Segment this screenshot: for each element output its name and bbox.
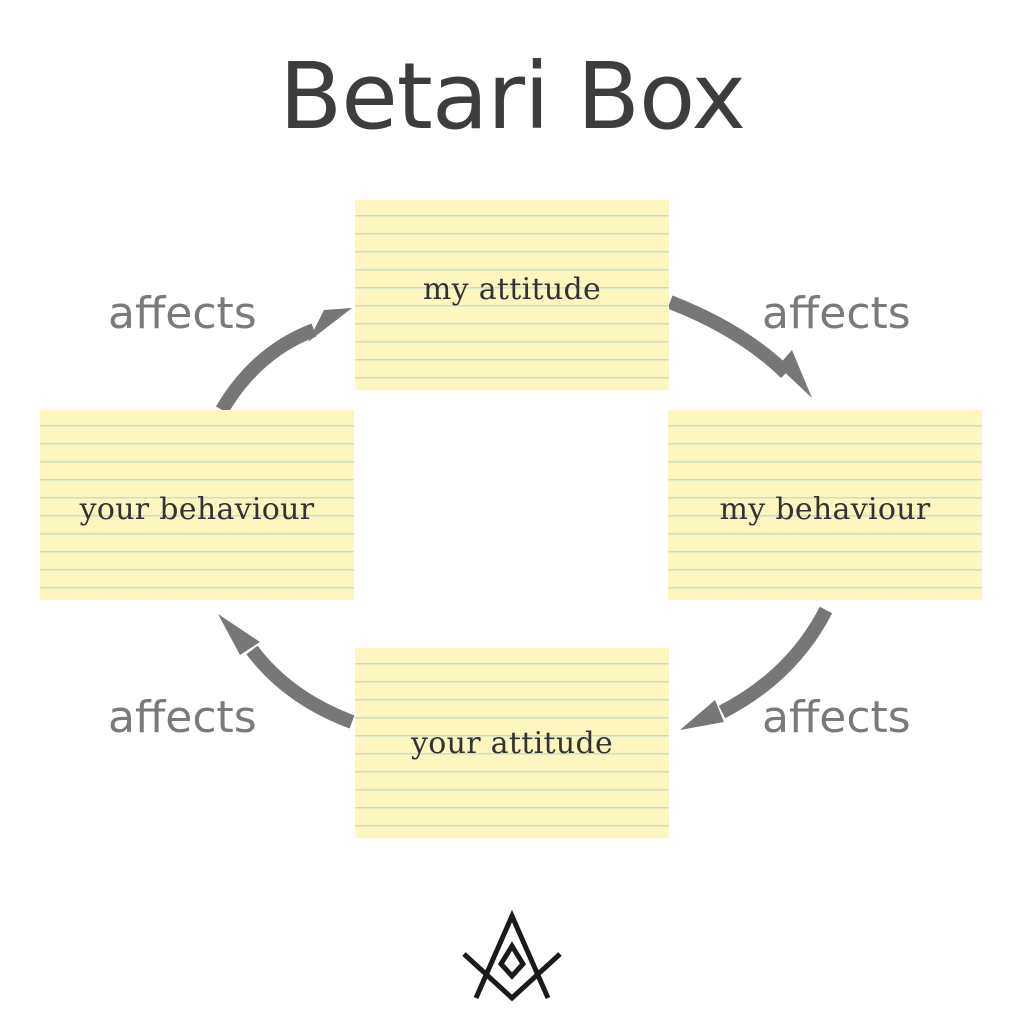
note-my-behaviour: my behaviour bbox=[668, 410, 982, 606]
note-label: my attitude bbox=[422, 272, 602, 307]
arrowhead-bottom-to-left bbox=[218, 614, 260, 655]
note-your-behaviour: your behaviour bbox=[40, 410, 354, 606]
arrow-top-to-right bbox=[667, 295, 791, 379]
note-label: your attitude bbox=[410, 726, 614, 761]
note-your-attitude: your attitude bbox=[355, 648, 669, 844]
note-my-attitude: my attitude bbox=[355, 200, 669, 396]
square-and-compass-icon bbox=[462, 910, 562, 1002]
page-title: Betari Box bbox=[279, 43, 746, 150]
arrow-right-to-bottom bbox=[718, 606, 833, 719]
arrowhead-right-to-bottom bbox=[680, 700, 724, 730]
arrow-bottom-to-left bbox=[246, 645, 355, 729]
note-label: your behaviour bbox=[79, 492, 315, 527]
note-label: my behaviour bbox=[719, 492, 931, 527]
affects-label-bottom-right: affects bbox=[762, 692, 911, 743]
arrowhead-top-to-right bbox=[778, 350, 812, 398]
affects-label-top-right: affects bbox=[762, 288, 911, 339]
affects-label-top-left: affects bbox=[108, 288, 257, 339]
arrow-left-to-top bbox=[215, 323, 317, 414]
arrowhead-left-to-top bbox=[308, 308, 352, 342]
affects-label-bottom-left: affects bbox=[108, 692, 257, 743]
